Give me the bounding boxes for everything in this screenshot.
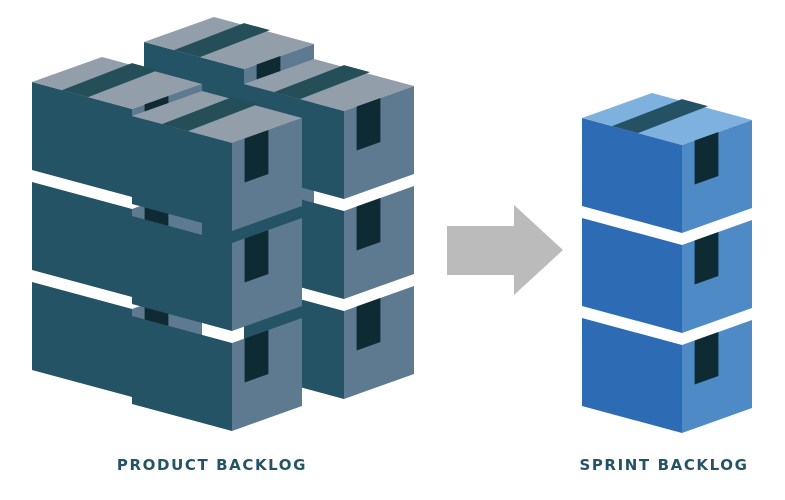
box-tape-side xyxy=(244,130,269,183)
box-tape-side xyxy=(694,332,719,385)
sprint-backlog-boxes xyxy=(582,93,752,433)
box xyxy=(132,316,302,431)
box-tape-side xyxy=(244,330,269,383)
box xyxy=(582,93,752,233)
box-front-face xyxy=(582,318,682,433)
box-front-face xyxy=(582,118,682,233)
box-tape-side xyxy=(356,298,381,351)
box-front-face xyxy=(132,216,232,331)
right-arrow-icon xyxy=(447,205,563,295)
box xyxy=(132,91,302,231)
box-tape-top xyxy=(62,63,158,98)
box xyxy=(582,318,752,433)
box-tape-side xyxy=(356,198,381,251)
box-tape-side xyxy=(244,230,269,283)
box xyxy=(582,218,752,333)
box-tape-top xyxy=(174,23,270,58)
box-tape-side xyxy=(694,132,719,185)
box-front-face xyxy=(132,116,232,231)
box-front-face xyxy=(32,282,132,397)
box-tape-top xyxy=(612,99,708,134)
box-tape-top xyxy=(162,97,258,132)
box xyxy=(132,216,302,331)
box-tape-side xyxy=(356,98,381,151)
box-front-face xyxy=(32,182,132,297)
box-front-face xyxy=(132,316,232,431)
box-tape-top xyxy=(274,65,370,100)
box-tape-side xyxy=(694,232,719,285)
sprint-backlog-label: SPRINT BACKLOG xyxy=(579,456,749,474)
box-front-face xyxy=(32,82,132,197)
box-front-face xyxy=(582,218,682,333)
product-backlog-boxes xyxy=(32,17,414,431)
product-backlog-label: PRODUCT BACKLOG xyxy=(116,456,308,474)
